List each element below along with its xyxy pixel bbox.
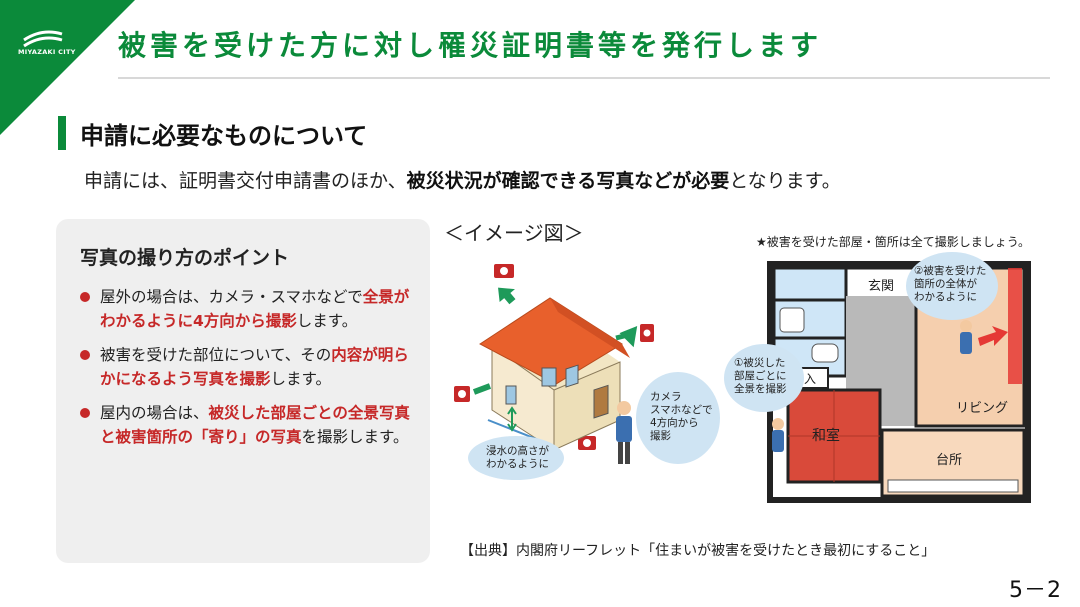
bubble-water-line: 浸水の高さが xyxy=(486,444,549,457)
svg-text:①被災した部屋ごとに全景を撮影: ①被災した部屋ごとに全景を撮影 xyxy=(734,356,787,395)
bubble-camera-line: カメラ xyxy=(650,391,682,403)
person-icon xyxy=(772,418,784,452)
bullet-icon xyxy=(80,292,90,302)
bullet-icon xyxy=(80,350,90,360)
logo-text: MIYAZAKI CITY xyxy=(18,48,76,56)
camera-icon xyxy=(640,324,654,342)
list-item: 屋内の場合は、被災した部屋ごとの全景写真と被害箇所の「寄り」の写真を撮影します。 xyxy=(78,401,416,449)
corner-triangle xyxy=(0,0,135,135)
intro-post: となります。 xyxy=(729,170,841,192)
slide-title: 被害を受けた方に対し罹災証明書等を発行します xyxy=(118,29,823,62)
svg-text:浸水の高さがわかるように: 浸水の高さがわかるように xyxy=(486,444,549,470)
intro-pre: 申請には、証明書交付申請書のほか、 xyxy=(84,170,407,192)
card-title: 写真の撮り方のポイント xyxy=(80,247,290,269)
arrow-icon xyxy=(498,287,516,305)
image-caption: ＜イメージ図＞ xyxy=(444,221,584,245)
room-living: リビング xyxy=(956,401,1008,416)
camera-icon xyxy=(454,386,470,402)
svg-text:②被害を受けた箇所の全体がわかるように: ②被害を受けた箇所の全体がわかるように xyxy=(914,264,986,303)
tips-list: 屋外の場合は、カメラ・スマホなどで全景がわかるように4方向から撮影します。 被害… xyxy=(78,285,416,459)
bubble-spot-line: ②被害を受けた xyxy=(914,264,986,277)
person-icon xyxy=(960,320,972,354)
title-divider xyxy=(118,77,1050,79)
intro-bold: 被災状況が確認できる写真などが必要 xyxy=(406,170,730,192)
section-accent-bar xyxy=(58,116,66,150)
intro-text: 申請には、証明書交付申請書のほか、被災状況が確認できる写真などが必要となります。 xyxy=(84,166,841,193)
arrow-icon xyxy=(472,383,492,395)
page-number: 5－2 xyxy=(1009,578,1062,603)
camera-icon xyxy=(494,264,514,278)
camera-icon xyxy=(578,436,596,450)
person-icon xyxy=(616,401,632,464)
floor-plan-illustration: ★被害を受けた部屋・箇所は全て撮影しましょう。 玄関 押入 和室 リビング 台所… xyxy=(724,234,1031,503)
arrow-icon xyxy=(978,326,1008,346)
arrow-icon xyxy=(615,326,638,348)
section-heading: 申請に必要なものについて xyxy=(80,122,368,150)
room-washitsu: 和室 xyxy=(812,427,840,444)
list-item: 屋外の場合は、カメラ・スマホなどで全景がわかるように4方向から撮影します。 xyxy=(78,285,416,333)
bubble-room-line: ①被災した xyxy=(734,356,785,369)
plan-note: ★被害を受けた部屋・箇所は全て撮影しましょう。 xyxy=(756,234,1030,249)
bullet-icon xyxy=(80,408,90,418)
city-logo-icon xyxy=(23,30,63,48)
source-citation: 【出典】内閣府リーフレット「住まいが被害を受けたとき最初にすること」 xyxy=(460,543,936,559)
room-entrance: 玄関 xyxy=(868,279,894,294)
photo-tips-card: 写真の撮り方のポイント 屋外の場合は、カメラ・スマホなどで全景がわかるように4方… xyxy=(56,219,430,563)
list-item: 被害を受けた部位について、その内容が明らかになるよう写真を撮影します。 xyxy=(78,343,416,391)
room-kitchen: 台所 xyxy=(936,453,962,468)
